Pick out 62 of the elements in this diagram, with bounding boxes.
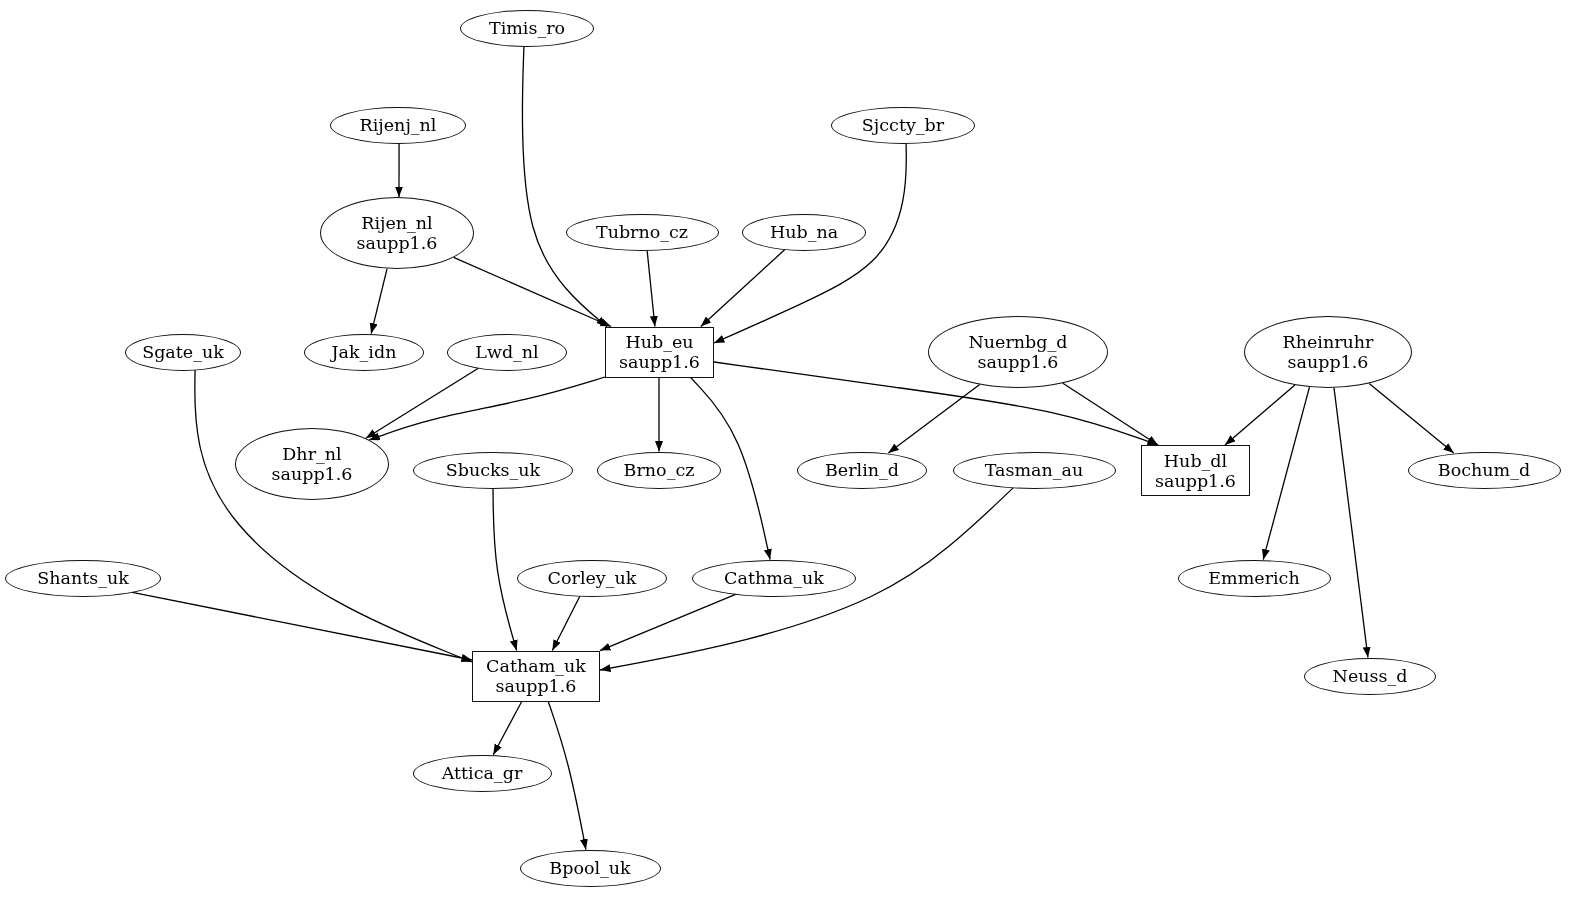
arrow [887, 383, 981, 454]
node-label: Emmerich [1208, 568, 1300, 588]
node-label: Berlin_d [825, 460, 899, 480]
node-label: Timis_ro [488, 18, 566, 38]
arrow [599, 593, 737, 652]
node-sublabel: saupp1.6 [495, 676, 577, 696]
arrow [1224, 384, 1296, 446]
node-label: Rijen_nl [361, 213, 433, 233]
arrow [194, 369, 473, 663]
node-sublabel: saupp1.6 [271, 464, 353, 484]
node-label: Sgate_uk [142, 342, 224, 362]
arrow [646, 249, 658, 328]
arrow [551, 595, 581, 652]
node-sublabel: saupp1.6 [356, 233, 438, 253]
node-label: Lwd_nl [475, 342, 539, 362]
node-sublabel: saupp1.6 [977, 352, 1059, 372]
node-label: Sbucks_uk [445, 460, 541, 480]
arrow [599, 487, 1014, 672]
node-label: Rheinruhr [1282, 332, 1374, 352]
arrow [395, 142, 403, 198]
node-label: Shants_uk [37, 568, 129, 588]
arrow [1333, 387, 1371, 659]
arrow [452, 256, 612, 328]
node-label: Attica_gr [441, 763, 523, 783]
node-label: Hub_dl [1163, 450, 1228, 471]
node-label: Hub_na [769, 222, 839, 242]
arrow [492, 487, 518, 652]
arrow [713, 361, 1159, 446]
node-sublabel: saupp1.6 [619, 352, 700, 372]
node-label: Tubrno_cz [595, 222, 689, 242]
node-label: Catham_uk [486, 656, 586, 676]
node-label: Bochum_d [1437, 460, 1531, 480]
node-label: Cathma_uk [724, 568, 824, 588]
arrow [1262, 386, 1311, 561]
node-label: Neuss_d [1332, 666, 1408, 686]
node-label: Brno_cz [623, 460, 695, 480]
node-label: Nuernbg_d [968, 332, 1068, 352]
process-box [605, 326, 714, 378]
node-label: Dhr_nl [282, 444, 342, 464]
arrow [1062, 382, 1159, 446]
process-box [472, 650, 600, 702]
node-label: Sjccty_br [861, 115, 945, 135]
arrow [713, 142, 907, 344]
node-label: Rijenj_nl [359, 115, 437, 135]
node-label: Hub_eu [625, 332, 694, 352]
process-box [1141, 445, 1250, 496]
arrow [689, 376, 772, 561]
arrow [700, 248, 786, 328]
arrow [521, 45, 608, 328]
arrow [655, 376, 663, 453]
arrow [368, 376, 606, 441]
arrow [492, 700, 523, 756]
node-label: Bpool_uk [549, 858, 631, 878]
node-label: Tasman_au [984, 460, 1084, 480]
node-label: Jak_idn [331, 342, 397, 362]
node-sublabel: saupp1.6 [1155, 470, 1236, 491]
arrow [365, 367, 479, 439]
arrow [1368, 382, 1455, 454]
node-sublabel: saupp1.6 [1287, 352, 1369, 372]
arrow [547, 700, 588, 851]
node-label: Corley_uk [547, 568, 637, 588]
arrow [369, 268, 388, 335]
